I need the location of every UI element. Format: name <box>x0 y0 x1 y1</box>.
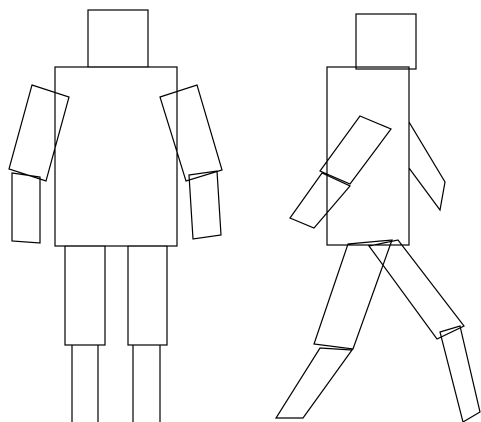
front-upper-arm <box>320 116 391 184</box>
back-arm <box>409 122 445 210</box>
right-upper-arm <box>160 85 222 181</box>
left-forearm <box>12 173 40 243</box>
standing-figure <box>9 10 222 422</box>
front-forearm <box>290 173 350 228</box>
head <box>88 10 148 67</box>
right-thigh <box>128 246 167 345</box>
walking-figure <box>276 14 480 422</box>
torso <box>327 67 409 245</box>
right-forearm <box>189 171 221 239</box>
front-shin <box>276 348 352 418</box>
left-upper-arm <box>9 85 69 181</box>
front-thigh <box>314 240 392 349</box>
head <box>356 14 416 69</box>
back-thigh <box>369 240 464 339</box>
torso <box>55 67 177 246</box>
left-thigh <box>65 246 105 345</box>
back-shin <box>440 326 480 422</box>
